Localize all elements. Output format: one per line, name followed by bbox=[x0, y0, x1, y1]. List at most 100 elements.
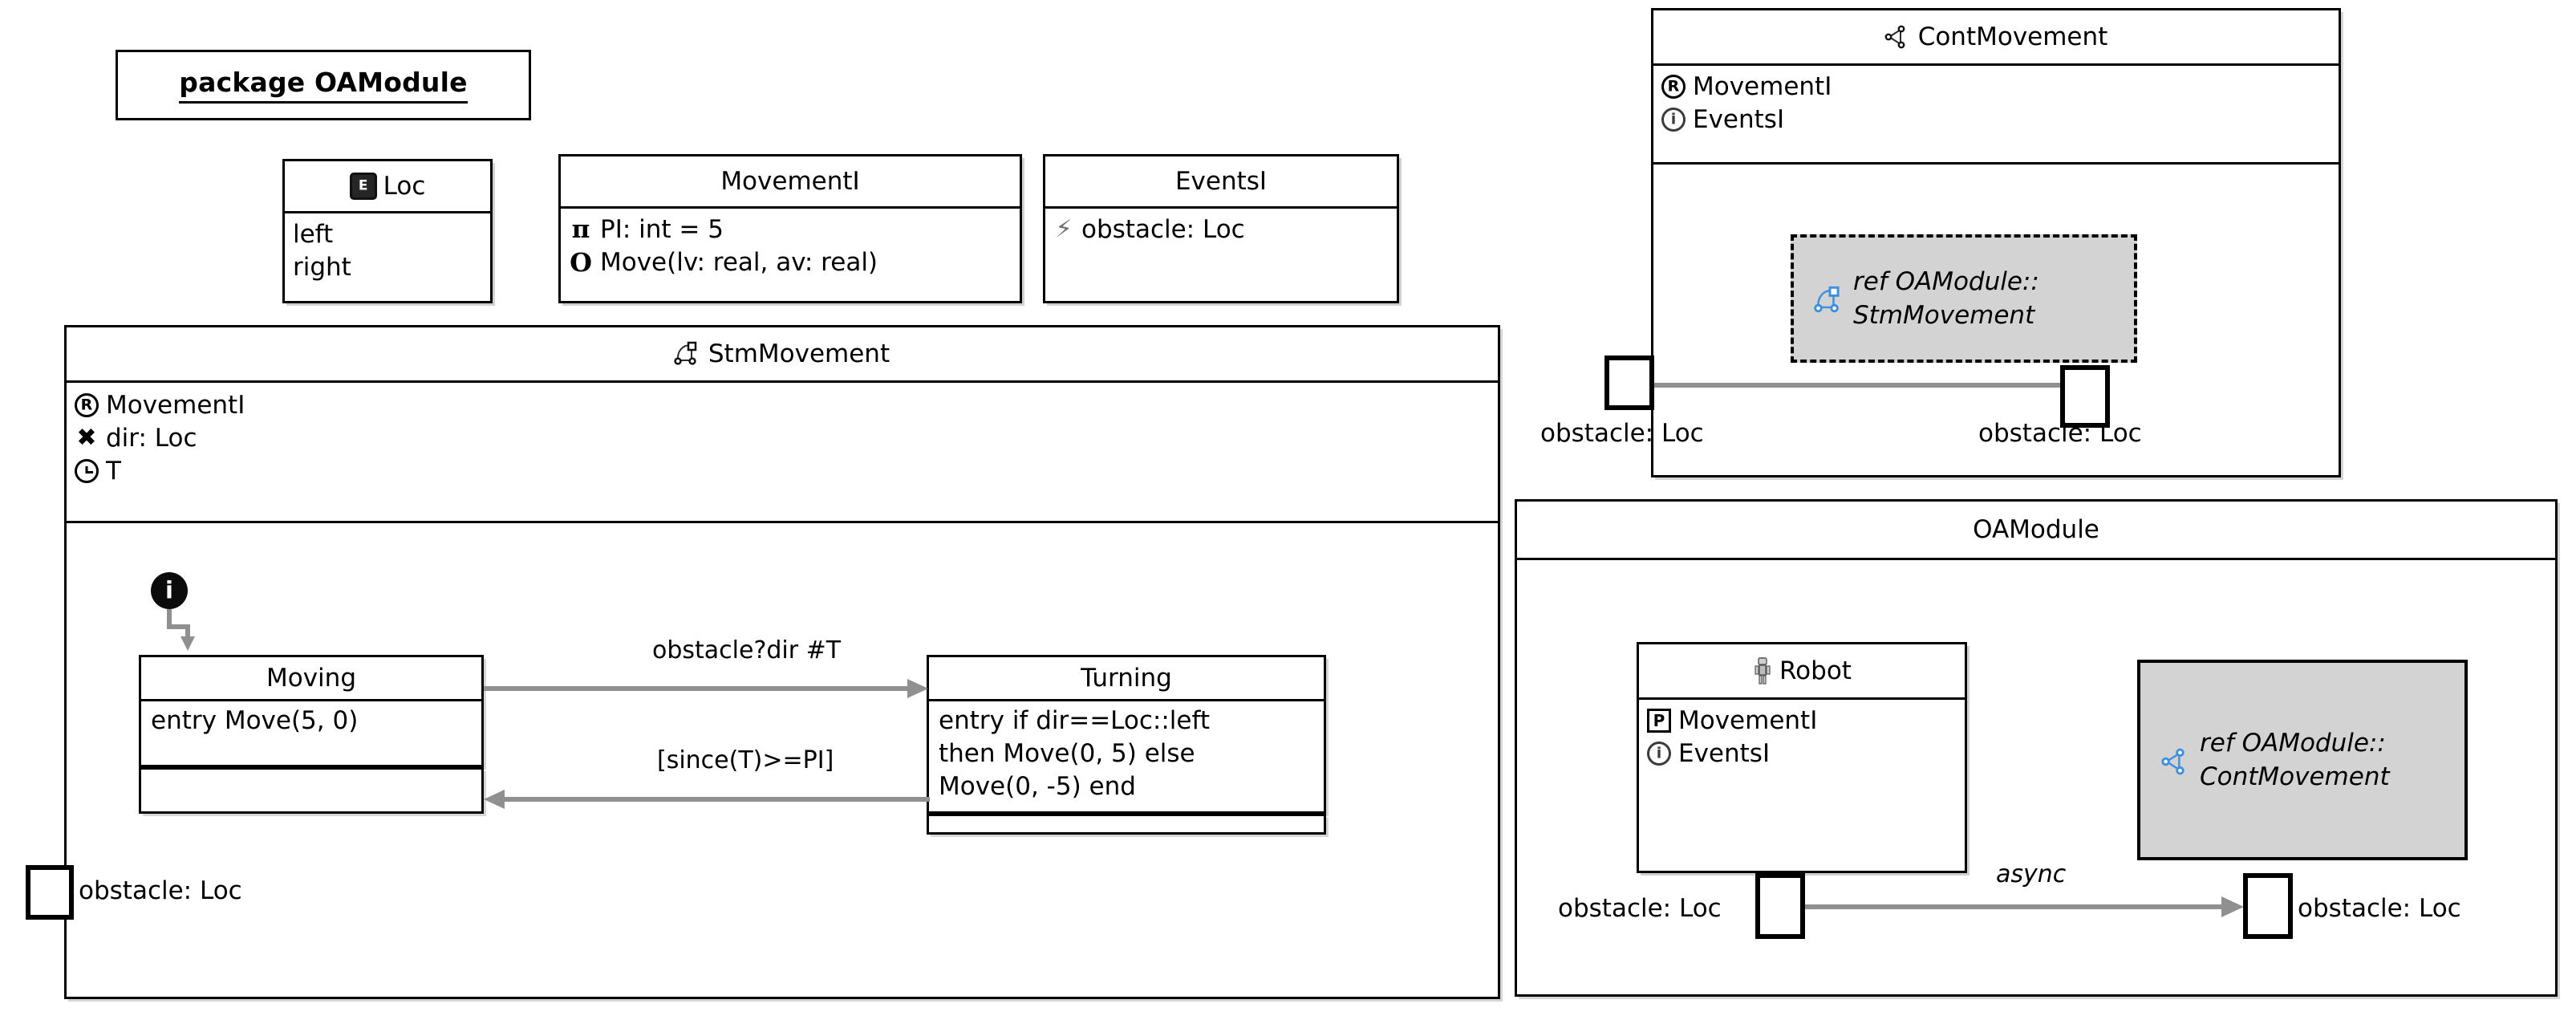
oa-module-port-robot-label: obstacle: Loc bbox=[1558, 894, 1722, 923]
divider bbox=[285, 211, 490, 213]
member-label: dir: Loc bbox=[106, 423, 197, 453]
cont-movement-title-row: ContMovement bbox=[1653, 10, 2339, 63]
robot-title: Robot bbox=[1779, 656, 1852, 685]
member-label: PI: int = 5 bbox=[600, 215, 724, 244]
state-turning-exit-compartment bbox=[927, 814, 1326, 835]
divider bbox=[561, 206, 1020, 209]
divider bbox=[1653, 63, 2339, 66]
collaboration-ref-icon bbox=[2161, 747, 2189, 775]
divider bbox=[67, 521, 1498, 523]
event-lightning-icon: ⚡ bbox=[1055, 215, 1073, 244]
package-label: package OAModule bbox=[179, 67, 468, 104]
stm-movement-port-label: obstacle: Loc bbox=[79, 876, 242, 905]
member-label: EventsI bbox=[1678, 738, 1771, 768]
state-body-line: entry if dir==Loc::left bbox=[939, 706, 1211, 735]
member-row: MovementI bbox=[1647, 705, 1957, 738]
interface-eventsi-box: EventsI ⚡ obstacle: Loc bbox=[1043, 154, 1399, 303]
required-interface-icon bbox=[1661, 75, 1686, 100]
async-connector-label: async bbox=[1996, 860, 2067, 888]
ref-line: ContMovement bbox=[2200, 762, 2390, 791]
oa-module-port-robot[interactable] bbox=[1755, 873, 1805, 939]
cont-movement-port-left-label: obstacle: Loc bbox=[1540, 419, 1704, 448]
cont-movement-connector bbox=[1654, 375, 2083, 396]
cont-movement-port-right[interactable] bbox=[2060, 365, 2110, 428]
state-turning: Turning entry if dir==Loc::left then Mov… bbox=[927, 655, 1326, 814]
stm-movement-behaviour-area: Moving entry Move(5, 0) Turning entry if… bbox=[67, 327, 1498, 997]
robot-part-box: Robot MovementI EventsI bbox=[1637, 642, 1967, 873]
interface-eventsi-members: ⚡ obstacle: Loc bbox=[1045, 209, 1397, 251]
ref-cont-movement-text: ref OAModule:: ContMovement bbox=[2200, 726, 2390, 794]
member-label: obstacle: Loc bbox=[1081, 215, 1245, 244]
enum-literal-label: left bbox=[293, 220, 334, 249]
member-label: MovementI bbox=[106, 391, 245, 420]
stm-movement-title: StmMovement bbox=[708, 339, 890, 368]
member-row: О Move(lv: real, av: real) bbox=[569, 246, 1012, 279]
enum-icon bbox=[349, 173, 377, 200]
member-row: MovementI bbox=[1661, 71, 2331, 104]
ref-line: StmMovement bbox=[1853, 301, 2035, 330]
member-label: Move(lv: real, av: real) bbox=[600, 247, 878, 277]
stm-movement-block: StmMovement MovementI ✖ dir: Loc T bbox=[64, 325, 1500, 999]
state-body-line: then Move(0, 5) else bbox=[939, 739, 1195, 769]
cont-movement-title: ContMovement bbox=[1917, 22, 2108, 51]
member-row: MovementI bbox=[75, 389, 1490, 422]
stm-movement-port[interactable] bbox=[26, 865, 74, 920]
state-moving-exit-compartment bbox=[139, 767, 484, 814]
ref-stm-movement-box: ref OAModule:: StmMovement bbox=[1791, 234, 2137, 363]
divider bbox=[67, 380, 1498, 383]
robot-title-row: Robot bbox=[1639, 644, 1965, 697]
enum-loc-box: Loc left right bbox=[282, 159, 493, 303]
variable-icon: ✖ bbox=[76, 424, 97, 453]
interface-movementi-box: MovementI π PI: int = 5 О Move(lv: real,… bbox=[558, 154, 1022, 303]
transition-label-since: [since(T)>=PI] bbox=[657, 746, 834, 774]
operation-icon: О bbox=[570, 247, 592, 278]
state-turning-name: Turning bbox=[1081, 664, 1172, 693]
stm-movement-title-row: StmMovement bbox=[67, 327, 1498, 380]
divider bbox=[929, 699, 1324, 701]
info-interface-icon bbox=[1661, 108, 1686, 132]
member-row: ⚡ obstacle: Loc bbox=[1053, 213, 1389, 246]
state-machine-ref-icon bbox=[1814, 286, 1842, 313]
oa-module-port-ref[interactable] bbox=[2243, 873, 2293, 939]
enum-loc-literals: left right bbox=[285, 213, 490, 289]
initial-transition-arrow bbox=[167, 609, 195, 651]
cont-movement-port-left[interactable] bbox=[1604, 356, 1654, 410]
member-label: T bbox=[106, 456, 121, 486]
initial-state-icon bbox=[151, 572, 188, 609]
collaboration-icon bbox=[1884, 24, 1912, 50]
ref-cont-movement-box: ref OAModule:: ContMovement bbox=[2137, 660, 2468, 860]
oa-module-title: OAModule bbox=[1973, 515, 2099, 544]
ref-line: ref OAModule:: bbox=[1853, 266, 2039, 296]
member-row: π PI: int = 5 bbox=[569, 213, 1012, 246]
state-body-line: Move(0, -5) end bbox=[939, 772, 1136, 802]
interface-movementi-title-row: MovementI bbox=[561, 156, 1020, 206]
oa-module-title-row: OAModule bbox=[1517, 502, 2555, 558]
interface-eventsi-title-row: EventsI bbox=[1045, 156, 1397, 206]
interface-movementi-title: MovementI bbox=[720, 167, 860, 196]
state-moving-body: entry Move(5, 0) bbox=[141, 701, 481, 741]
member-label: EventsI bbox=[1693, 104, 1785, 134]
divider bbox=[1045, 206, 1397, 209]
oa-module-port-ref-label: obstacle: Loc bbox=[2298, 894, 2461, 923]
robot-icon bbox=[1752, 657, 1773, 685]
transition-label-obstacle: obstacle?dir #T bbox=[652, 636, 842, 664]
interface-eventsi-title: EventsI bbox=[1174, 167, 1268, 196]
state-turning-body: entry if dir==Loc::left then Move(0, 5) … bbox=[929, 701, 1324, 807]
state-moving: Moving entry Move(5, 0) bbox=[139, 655, 484, 767]
member-row: EventsI bbox=[1661, 104, 2331, 136]
transition-arrow-moving-to-turning bbox=[484, 679, 928, 698]
member-row: EventsI bbox=[1647, 738, 1957, 770]
transition-arrow-turning-to-moving bbox=[484, 790, 930, 809]
state-machine-icon bbox=[674, 341, 702, 367]
ref-line: ref OAModule:: bbox=[2200, 728, 2386, 758]
required-interface-icon bbox=[75, 393, 99, 418]
divider bbox=[1639, 697, 1965, 700]
info-interface-icon bbox=[1647, 742, 1671, 766]
enum-literal-label: right bbox=[293, 252, 351, 282]
cont-movement-members: MovementI EventsI bbox=[1653, 66, 2339, 162]
stm-movement-members: MovementI ✖ dir: Loc T bbox=[67, 383, 1498, 521]
robot-members: MovementI EventsI bbox=[1639, 700, 1965, 775]
enum-loc-title-row: Loc bbox=[285, 161, 490, 211]
provided-interface-icon bbox=[1647, 709, 1671, 733]
